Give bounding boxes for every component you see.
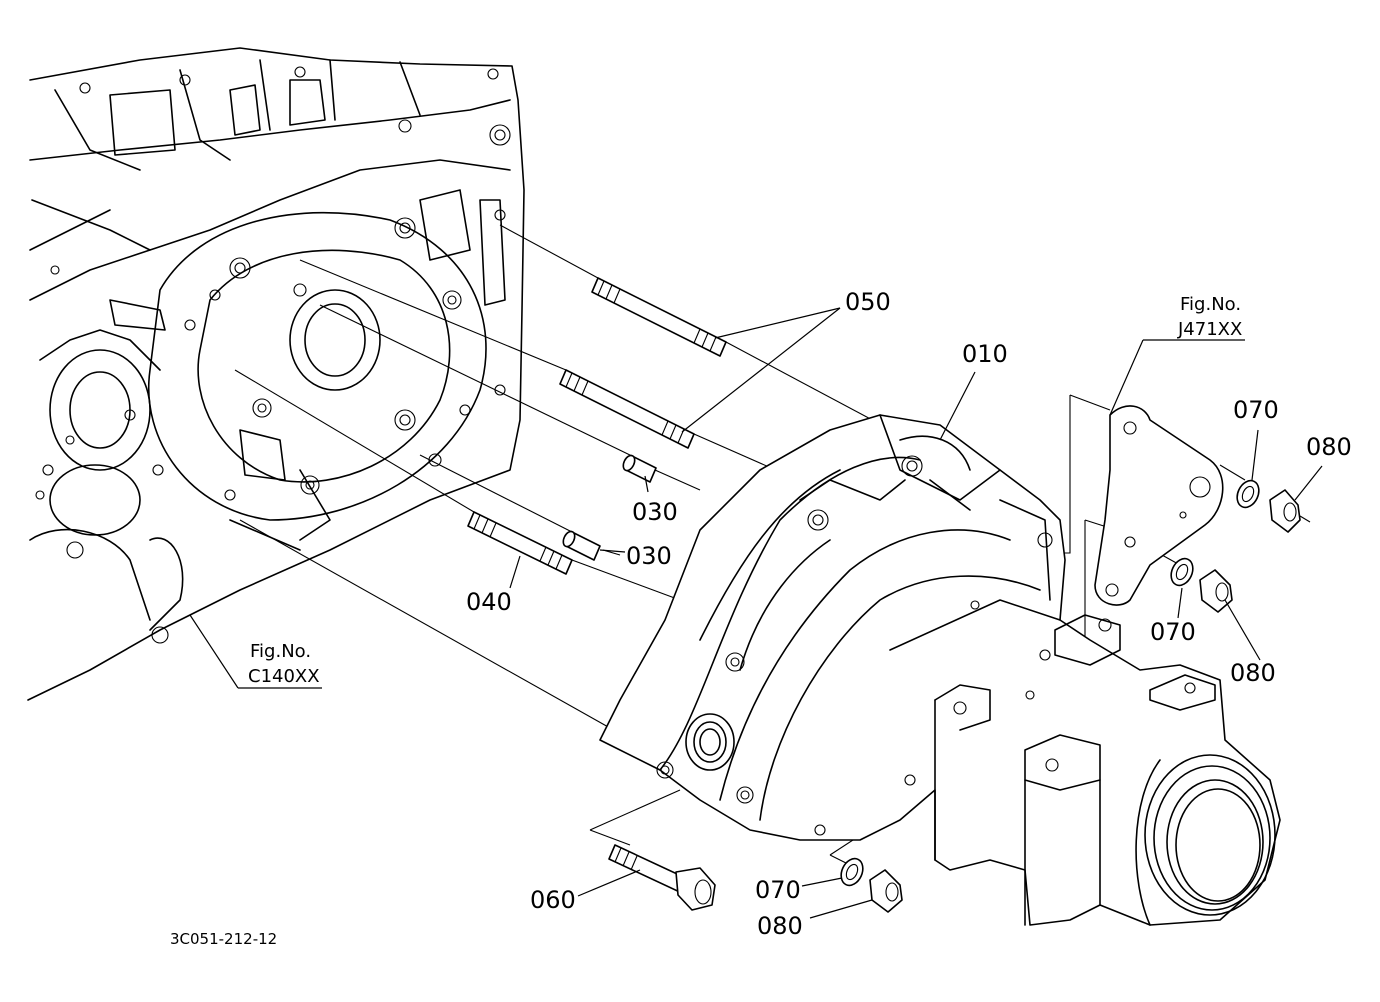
ref-left-title: Fig.No. <box>250 641 311 662</box>
clutch-housing-010 <box>599 414 1281 926</box>
label-080-middle: 080 <box>1230 659 1276 687</box>
bolt-060 <box>608 844 716 911</box>
label-040: 040 <box>466 588 512 616</box>
figure-references: Fig.No. C140XX Fig.No. J471XX <box>248 294 1242 687</box>
ref-right-title: Fig.No. <box>1180 294 1241 315</box>
label-030-upper: 030 <box>632 498 678 526</box>
label-070-top: 070 <box>1233 396 1279 424</box>
bracket <box>1094 405 1224 606</box>
label-050: 050 <box>845 288 891 316</box>
label-080-bottom: 080 <box>757 912 803 940</box>
washer-070-middle <box>1170 557 1194 587</box>
label-030-lower: 030 <box>626 542 672 570</box>
label-010: 010 <box>962 340 1008 368</box>
stud-040 <box>467 511 573 575</box>
ref-right-code: J471XX <box>1177 319 1242 340</box>
washer-070-bottom <box>840 857 864 887</box>
nut-080-bottom <box>869 869 903 913</box>
dowel-pin-030-lower <box>562 530 601 561</box>
nut-080-top <box>1269 489 1301 533</box>
label-080-top: 080 <box>1306 433 1352 461</box>
label-060: 060 <box>530 886 576 914</box>
drawing-code: 3C051-212-12 <box>170 930 277 948</box>
stud-050-upper <box>591 277 727 357</box>
nut-080-middle <box>1199 569 1233 613</box>
ref-left-code: C140XX <box>248 666 320 687</box>
washer-070-top <box>1236 479 1260 509</box>
part-labels: 050 010 030 030 040 060 070 080 070 080 … <box>466 288 1352 940</box>
engine-block <box>27 47 525 701</box>
dowel-pin-030-upper <box>622 454 657 483</box>
stud-050-lower <box>559 369 695 449</box>
label-070-bottom: 070 <box>755 876 801 904</box>
leader-lines <box>189 307 1323 919</box>
label-070-middle: 070 <box>1150 618 1196 646</box>
